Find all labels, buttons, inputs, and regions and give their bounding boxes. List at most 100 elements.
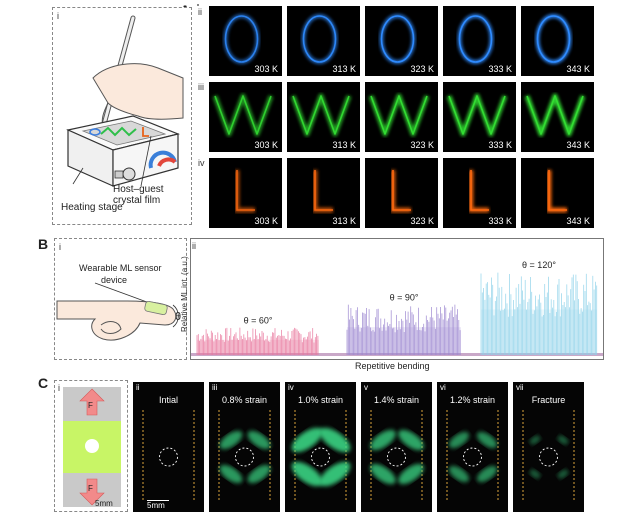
ml-pattern-stroke [458,15,493,63]
ml-pattern-ellipse [223,14,260,64]
ml-pattern-stroke [526,95,584,135]
ml-pattern-stroke [312,170,333,213]
sample-hole [85,439,99,453]
force-label-bottom: F [88,484,93,493]
ml-image-tile: 323 K [365,6,438,76]
panel-b-ii-numeral: ii [192,241,196,251]
temperature-label: 323 K [410,140,434,150]
emission-region [557,435,569,445]
ml-intensity-plot: θ = 60°θ = 90°θ = 120° [191,260,603,356]
ml-pattern-ellipse [457,14,494,64]
strain-label: Fracture [531,395,566,405]
ml-pattern-ellipse [535,14,572,64]
emission-region [448,431,470,449]
ml-pattern-stroke [536,15,571,63]
ml-pattern-stroke [390,170,411,213]
scale-bar [147,500,169,501]
strain-ml-pattern [522,410,575,502]
ml-image-tile: 323 K [365,82,438,152]
panel-a-schematic: i Host–guest crystal film Heating stage [52,7,192,225]
row-iii-numeral: iii [198,82,204,92]
ml-image-tile: 313 K [287,6,360,76]
ml-chart-ylabel: Relative ML int. (a.u.) [180,256,189,332]
ml-image-tile: 313 K [287,82,360,152]
label-heating-stage: Heating stage [61,202,123,213]
temperature-label: 313 K [332,140,356,150]
ml-pattern-zigzag [290,93,352,137]
ml-pattern-letterL [234,170,255,213]
temperature-label: 333 K [488,64,512,74]
panel-c-letter: C [38,375,49,391]
temperature-label: 313 K [332,64,356,74]
chart-baseline [191,353,603,356]
strain-label: 1.0% strain [297,395,344,405]
temperature-label: 313 K [332,216,356,226]
ml-image-tile: 343 K [521,158,594,228]
force-arrow-down-icon [79,478,105,506]
ml-pattern-zigzag [368,93,430,137]
ml-pattern-stroke [290,93,352,137]
emission-region [291,461,323,487]
label-wearable-sensor-device: device [101,275,128,285]
hole-outline [159,447,178,467]
strain-ml-pattern [446,410,499,502]
series-3-spikes [480,272,598,355]
ml-image-tile: 303 K [209,6,282,76]
temperature-label: 343 K [566,140,590,150]
strain-tile-numeral: ii [136,383,140,392]
hole-outline [463,447,482,467]
temperature-label: 303 K [254,140,278,150]
ml-pattern-stroke [546,170,567,213]
row-ii-numeral: ii [198,7,202,17]
strain-tile-numeral: v [364,383,368,392]
series-label: θ = 60° [244,315,273,325]
emission-region [557,469,569,479]
strain-tile-numeral: vii [516,383,524,392]
emission-region [219,464,243,484]
strain-label: 1.2% strain [449,395,496,405]
hole-outline [235,447,254,467]
ml-pattern-stroke [380,15,415,63]
strain-ml-pattern [370,410,424,502]
row-iv-numeral: iv [198,158,205,168]
emission-region [319,427,351,453]
series-label: θ = 90° [390,292,419,302]
strain-ml-pattern [142,410,195,502]
ml-pattern-stroke [370,95,428,135]
temperature-label: 343 K [566,216,590,226]
ml-image-tile: 343 K [521,82,594,152]
strain-label: Intial [158,395,178,405]
scale-bar-label: 5mm [147,501,165,510]
ml-pattern-zigzag [446,93,508,137]
panel-c-schematic: i F F 5mm [54,380,128,512]
strain-ml-pattern [291,410,351,502]
temperature-label: 303 K [254,216,278,226]
emission-region [398,463,424,485]
strain-image-tile: v 1.4% strain [361,382,432,512]
emission-region [448,465,470,483]
ml-pattern-zigzag [212,93,274,137]
panel-b-letter: B [38,236,49,252]
hole-outline [387,447,406,467]
ml-pattern-stroke [548,170,567,211]
panel-b-schematic: i Wearable ML sensor device θ [54,238,187,360]
hole-outline [539,447,558,467]
ml-pattern-stroke [468,170,489,213]
ml-pattern-stroke [234,170,255,213]
ml-pattern-stroke [224,15,259,63]
strain-label: 1.4% strain [373,395,420,405]
emission-region [291,427,323,453]
temperature-label: 343 K [566,64,590,74]
ml-pattern-stroke [302,15,337,63]
panel-c-i-numeral: i [58,383,60,393]
ml-pattern-stroke [314,170,333,211]
emission-region [370,463,396,485]
strain-tile-numeral: iv [288,383,294,392]
emission-region [529,435,541,445]
temperature-label: 333 K [488,140,512,150]
ml-pattern-stroke [446,93,508,137]
ml-pattern-letterL [390,170,411,213]
